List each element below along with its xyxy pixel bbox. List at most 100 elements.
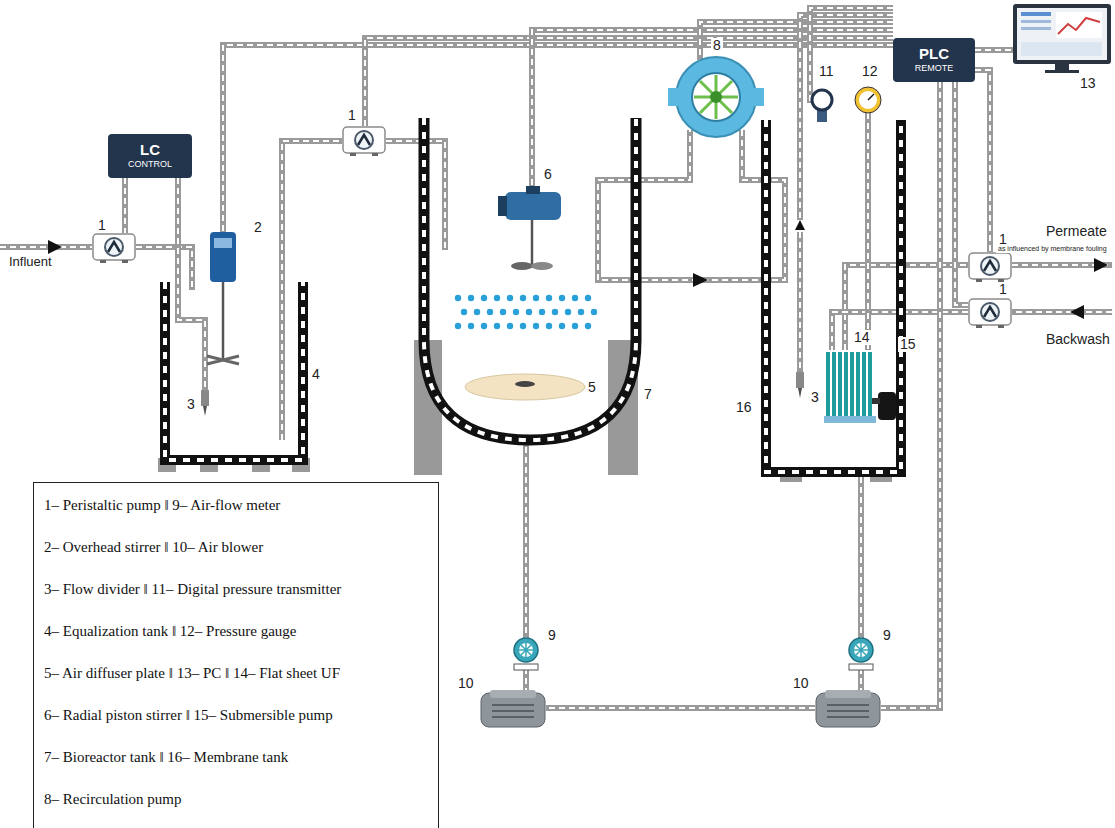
callout-number: 9: [546, 628, 558, 643]
overhead-stirrer: [207, 356, 239, 364]
air-flow-meters: [849, 638, 873, 670]
legend-entry: 3– Flow divider ‖ 11– Digital pressure t…: [44, 575, 428, 617]
air-diffuser-plate: [465, 374, 585, 400]
air-bubbles: [565, 309, 571, 315]
pipe-line: [975, 49, 1013, 51]
box-text: CONTROL: [128, 159, 172, 170]
box-text: REMOTE: [915, 63, 954, 74]
pipe-line: [598, 130, 690, 250]
legend-entry: 4– Equalization tank ‖ 12– Pressure gaug…: [44, 617, 428, 659]
air-bubbles: [572, 323, 578, 329]
flow-arrows: [1094, 258, 1108, 272]
pipe-line: [598, 130, 785, 280]
legend-entry: 8– Recirculation pump: [44, 785, 428, 827]
recirculation-pump: [668, 88, 680, 106]
pumps: [93, 127, 1011, 328]
pipe-line: [365, 38, 893, 126]
pipe-line: [523, 668, 529, 690]
legend-entry: 5– Air diffuser plate ‖ 13– PC ‖ 14– Fla…: [44, 659, 428, 701]
pipe-line: [282, 141, 342, 440]
callout-number: 9: [881, 628, 893, 643]
air-bubbles: [481, 295, 487, 301]
box-text: PLC: [919, 46, 949, 63]
air-bubbles: [474, 309, 480, 315]
flat-sheet-membrane: [862, 352, 866, 416]
pipe-line: [799, 232, 801, 372]
air-bubbles: [520, 323, 526, 329]
callout-number: 10: [791, 676, 811, 691]
flow-label: Influent: [7, 255, 54, 269]
pipe-line: [223, 45, 893, 232]
pipe-line: [860, 668, 862, 690]
pipe-line: [223, 45, 893, 232]
pipe-line: [800, 15, 893, 220]
air-bubbles: [507, 323, 513, 329]
pipe-line: [532, 30, 893, 186]
air-bubbles: [494, 323, 500, 329]
flow-label: Backwash: [1044, 332, 1112, 347]
control-box: LCCONTROL: [108, 134, 192, 178]
pipe-line: [523, 437, 529, 638]
pipe-line: [0, 246, 92, 248]
recirculation-pump: [692, 73, 740, 121]
pipe-line: [532, 30, 893, 186]
air-bubbles: [487, 309, 493, 315]
air-bubbles: [494, 295, 500, 301]
pc-monitor: [1013, 4, 1111, 64]
pipe-line: [282, 141, 342, 440]
callout-number: 16: [734, 400, 754, 415]
air-bubbles: [533, 295, 539, 301]
air-bubbles: [546, 295, 552, 301]
pumps: [969, 299, 1011, 328]
callout-number: 1: [96, 218, 108, 233]
pipe-line: [867, 113, 869, 350]
pipe-line: [975, 70, 990, 252]
pipe-line: [1012, 309, 1112, 315]
pipe-line: [797, 232, 803, 372]
pressure-instruments: [812, 87, 881, 122]
air-bubbles: [520, 295, 526, 301]
air-bubbles: [455, 295, 461, 301]
tank-walls: [424, 118, 636, 440]
air-bubbles: [526, 309, 532, 315]
pipe-line: [124, 178, 126, 233]
submersible-pump: [872, 392, 896, 420]
flat-sheet-membrane: [868, 352, 872, 416]
pipe-line: [858, 668, 864, 690]
radial-piston-stirrer: [531, 262, 553, 270]
pipe-line: [386, 141, 445, 250]
callout-number: 7: [642, 387, 654, 402]
radial-piston-stirrer: [511, 262, 533, 270]
pipe-line: [598, 130, 785, 280]
air-diffuser-plate: [515, 381, 535, 387]
flow-arrows: [795, 220, 805, 230]
pipe-line: [525, 668, 527, 690]
callout-number: 14: [852, 330, 872, 345]
pipe-line: [546, 705, 815, 711]
air-flow-meters: [514, 638, 873, 670]
control-box: PLCREMOTE: [893, 38, 975, 82]
air-bubbles: [507, 295, 513, 301]
tank-walls: [424, 118, 636, 440]
recirculation-pump: [694, 75, 738, 119]
pc-monitor: [1056, 12, 1102, 38]
pipe-line: [860, 477, 862, 638]
pipe-line: [1012, 311, 1112, 313]
pumps: [343, 127, 385, 156]
air-bubbles: [455, 323, 461, 329]
pipe-line: [700, 22, 893, 60]
callout-number: 3: [185, 397, 197, 412]
air-bubbles: [559, 295, 565, 301]
tank-walls: [766, 120, 901, 472]
pipe-line: [810, 8, 893, 100]
pc-monitor: [1045, 70, 1079, 73]
callout-number: 12: [860, 64, 880, 79]
flow-dividers: [201, 390, 209, 406]
legend-entry: 2– Overhead stirrer ‖ 10– Air blower: [44, 533, 428, 575]
callout-number: 13: [1078, 76, 1098, 91]
air-bubbles: [585, 323, 591, 329]
callout-number: 3: [809, 390, 821, 405]
pipe-line: [810, 8, 893, 100]
air-bubbles: [455, 295, 597, 329]
pressure-instruments: [868, 94, 874, 100]
